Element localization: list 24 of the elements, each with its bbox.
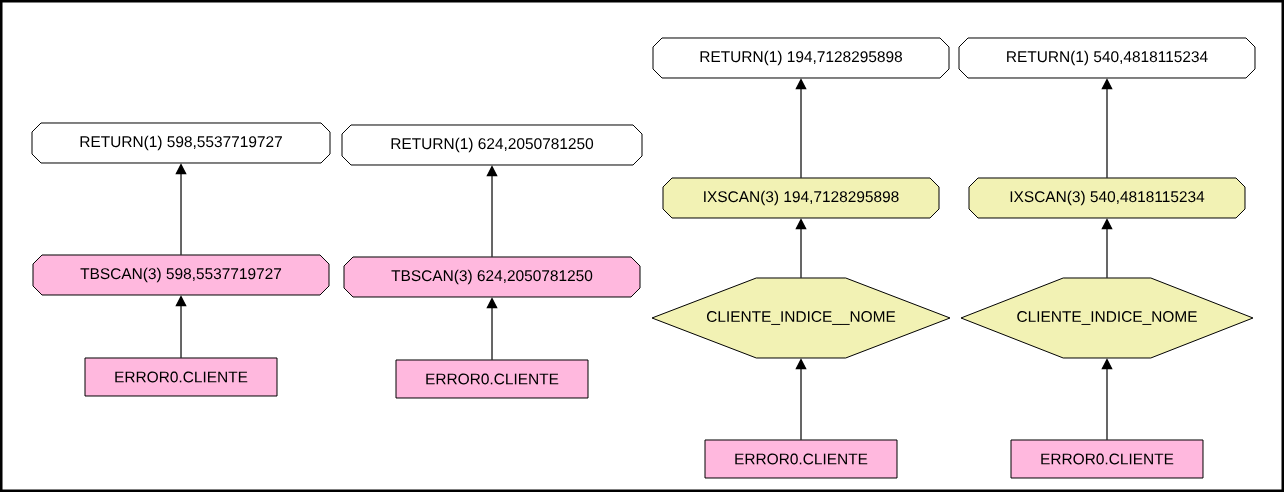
return-operator-box: RETURN(1) 598,5537719727 bbox=[31, 122, 331, 164]
table-box: ERROR0.CLIENTE bbox=[84, 357, 278, 397]
return-operator-box: RETURN(1) 624,2050781250 bbox=[341, 124, 643, 166]
scan-operator-box: TBSCAN(3) 624,2050781250 bbox=[343, 256, 641, 298]
table-box: ERROR0.CLIENTE bbox=[1010, 439, 1204, 479]
arrow bbox=[486, 165, 498, 258]
arrow bbox=[1101, 358, 1113, 441]
arrow bbox=[1101, 78, 1113, 179]
arrow bbox=[486, 297, 498, 361]
arrow bbox=[795, 358, 807, 441]
index-hexagon: CLIENTE_INDICE_NOME bbox=[960, 277, 1254, 359]
return-operator-box: RETURN(1) 540,4818115234 bbox=[958, 37, 1256, 79]
scan-operator-box: IXSCAN(3) 194,7128295898 bbox=[662, 177, 940, 219]
arrow bbox=[795, 78, 807, 179]
index-hexagon: CLIENTE_INDICE__NOME bbox=[651, 277, 951, 359]
arrow bbox=[175, 163, 187, 256]
scan-operator-box: TBSCAN(3) 598,5537719727 bbox=[32, 254, 330, 296]
arrow bbox=[795, 218, 807, 279]
table-box: ERROR0.CLIENTE bbox=[704, 439, 898, 479]
table-box: ERROR0.CLIENTE bbox=[395, 359, 589, 399]
return-operator-box: RETURN(1) 194,7128295898 bbox=[652, 37, 950, 79]
scan-operator-box: IXSCAN(3) 540,4818115234 bbox=[968, 177, 1246, 219]
arrow bbox=[1101, 218, 1113, 279]
arrow bbox=[175, 295, 187, 359]
